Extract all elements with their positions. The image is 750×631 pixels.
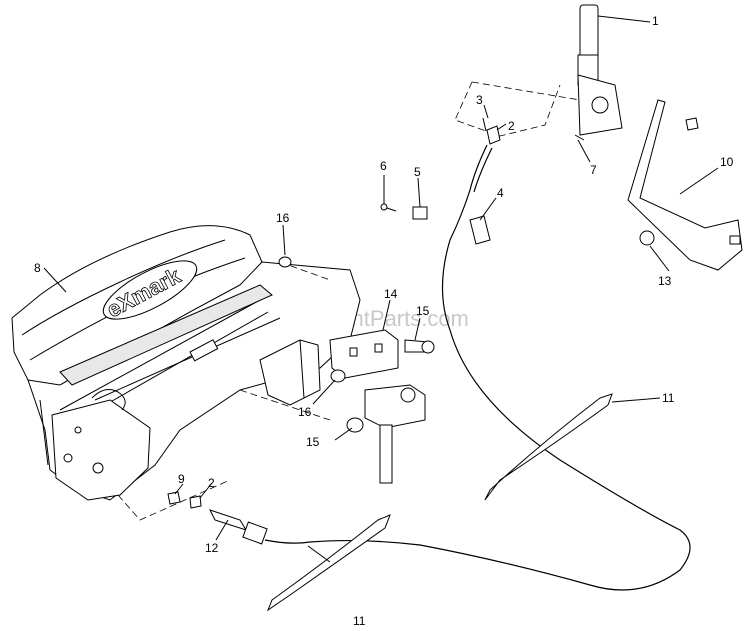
callout-16-upper: 16 <box>276 211 290 225</box>
callout-10: 10 <box>720 155 734 169</box>
callout-16-lower: 16 <box>298 405 312 419</box>
callout-2: 2 <box>508 119 515 133</box>
callout-1: 1 <box>652 14 659 28</box>
callout-15-upper: 15 <box>416 304 430 318</box>
callout-labels: 1 2 3 4 5 6 7 8 9 10 11 11 12 13 14 15 1… <box>34 14 734 628</box>
callout-2-lower: 2 <box>208 476 215 490</box>
leader-lines <box>43 15 719 563</box>
callout-14: 14 <box>384 287 398 301</box>
seat-assembly: eXmark <box>11 225 361 501</box>
callout-7: 7 <box>590 163 597 177</box>
callout-12: 12 <box>205 541 219 555</box>
throttle-cables <box>167 144 691 612</box>
callout-5: 5 <box>414 165 421 179</box>
lever-bracket-assembly <box>278 256 435 484</box>
callout-11-bottom: 11 <box>353 614 366 628</box>
callout-9: 9 <box>178 472 185 486</box>
callout-4: 4 <box>497 186 504 200</box>
mounting-bracket <box>627 99 743 271</box>
callout-13: 13 <box>658 274 672 288</box>
throttle-lever-assembly <box>380 4 699 245</box>
callout-8: 8 <box>34 261 41 275</box>
callout-6: 6 <box>380 159 387 173</box>
callout-11-right: 11 <box>662 391 675 405</box>
callout-3: 3 <box>476 93 483 107</box>
callout-15-lower: 15 <box>306 435 320 449</box>
